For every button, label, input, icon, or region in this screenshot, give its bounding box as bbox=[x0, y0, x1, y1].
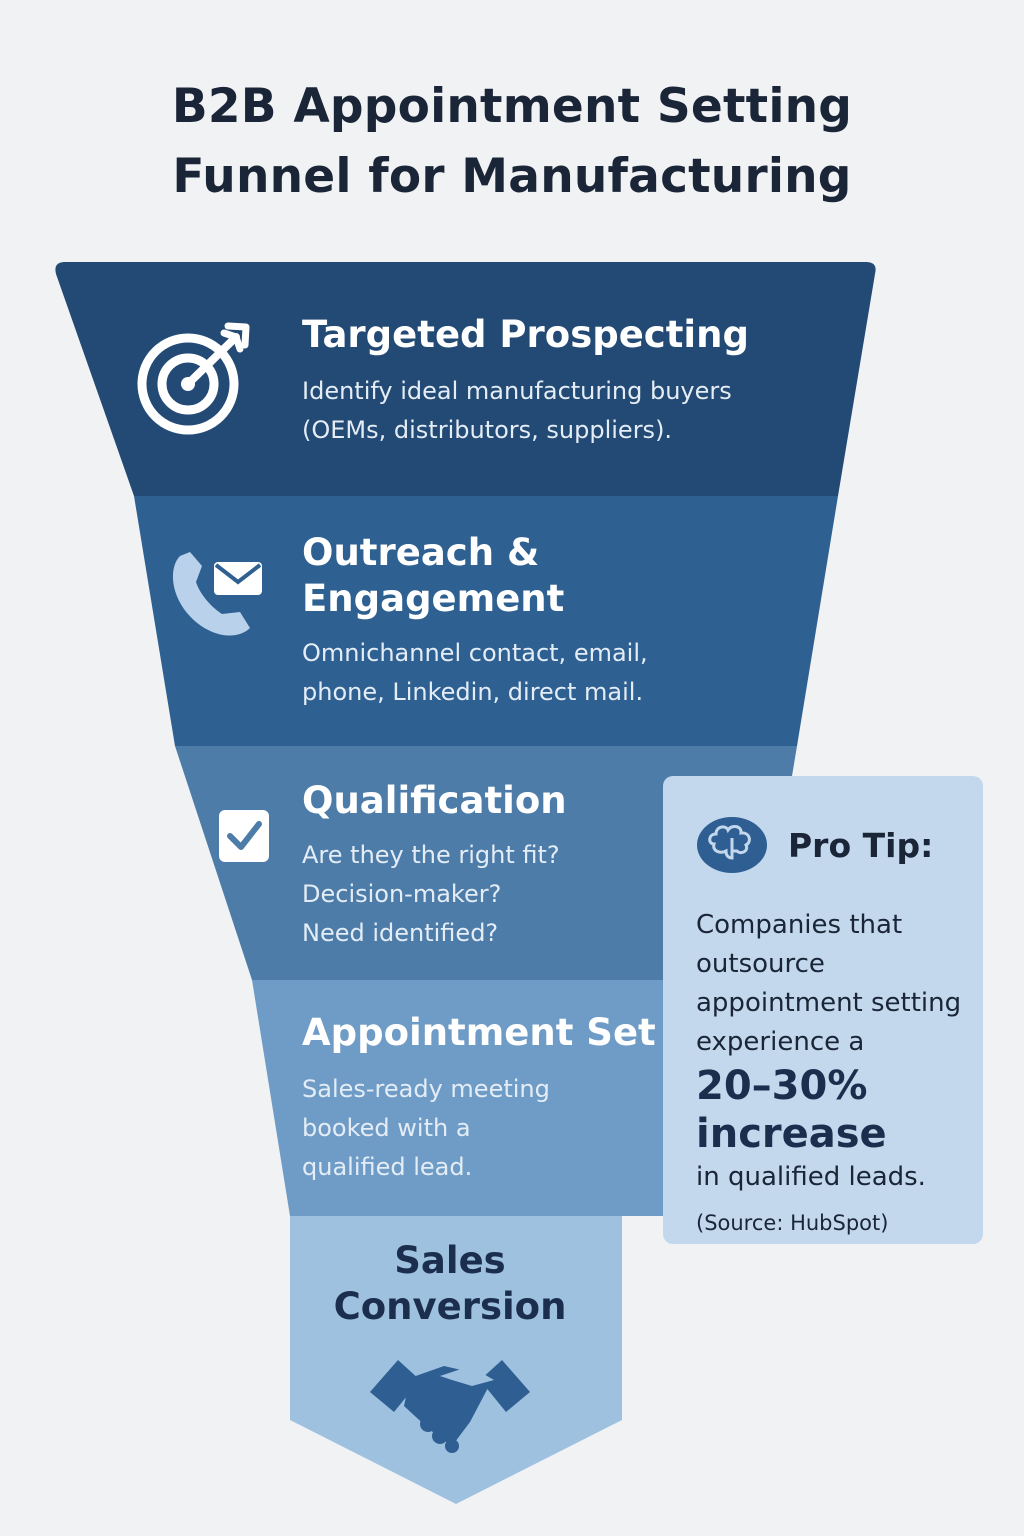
stage-appointment-set: Appointment Set Sales-ready meeting book… bbox=[302, 1010, 656, 1187]
pro-tip-header: Pro Tip: bbox=[694, 814, 965, 876]
pro-tip-box: Pro Tip: Companies that outsource appoin… bbox=[663, 776, 983, 1244]
stage-2-title-line-2: Engagement bbox=[302, 577, 565, 620]
phone-mail-icon bbox=[172, 552, 262, 636]
handshake-icon bbox=[370, 1360, 530, 1453]
stage-4-line-1: Sales-ready meeting bbox=[302, 1075, 550, 1103]
pro-tip-stat-line-2: increase bbox=[696, 1111, 887, 1157]
pro-tip-body-line-1: Companies that bbox=[696, 910, 903, 940]
stage-4-line-3: qualified lead. bbox=[302, 1153, 473, 1181]
funnel-stage-5-band bbox=[290, 1216, 622, 1504]
pro-tip-body-line-3: appointment setting bbox=[696, 988, 962, 1018]
stage-1-title: Targeted Prospecting bbox=[302, 313, 749, 356]
stage-2-title-line-1: Outreach & bbox=[302, 531, 540, 574]
pro-tip-stat-line-1: 20–30% bbox=[696, 1063, 868, 1109]
title-line-2: Funnel for Manufacturing bbox=[172, 149, 852, 204]
funnel-stage-2-band bbox=[134, 496, 838, 746]
stage-outreach-engagement: Outreach & Engagement Omnichannel contac… bbox=[302, 530, 648, 712]
funnel-stage-4-band bbox=[252, 980, 758, 1216]
stage-3-line-1: Are they the right fit? bbox=[302, 841, 560, 869]
stage-5-title-line-1: Sales bbox=[394, 1239, 506, 1282]
stage-sales-conversion: Sales Conversion bbox=[290, 1238, 610, 1330]
funnel-stage-1-band bbox=[55, 262, 876, 496]
stage-2-line-2: phone, Linkedin, direct mail. bbox=[302, 678, 644, 706]
stage-3-line-2: Decision-maker? bbox=[302, 880, 502, 908]
stage-4-title: Appointment Set bbox=[302, 1011, 656, 1054]
title-line-1: B2B Appointment Setting bbox=[171, 79, 853, 134]
pro-tip-body-line-2: outsource bbox=[696, 949, 825, 979]
pro-tip-heading: Pro Tip: bbox=[788, 825, 934, 865]
stage-targeted-prospecting: Targeted Prospecting Identify ideal manu… bbox=[302, 312, 749, 450]
brain-icon bbox=[697, 817, 767, 873]
stage-4-line-2: booked with a bbox=[302, 1114, 471, 1142]
stage-qualification: Qualification Are they the right fit? De… bbox=[302, 778, 567, 953]
pro-tip-source: (Source: HubSpot) bbox=[696, 1211, 889, 1235]
target-icon bbox=[137, 322, 250, 435]
stage-3-line-3: Need identified? bbox=[302, 919, 499, 947]
stage-2-line-1: Omnichannel contact, email, bbox=[302, 639, 648, 667]
page-title: B2B Appointment Setting Funnel for Manuf… bbox=[0, 72, 1024, 212]
stage-3-title: Qualification bbox=[302, 779, 567, 822]
funnel-stage-3-band bbox=[175, 746, 797, 980]
pro-tip-tail: in qualified leads. bbox=[696, 1162, 926, 1192]
stage-5-title-line-2: Conversion bbox=[333, 1285, 567, 1328]
stage-1-line-1: Identify ideal manufacturing buyers bbox=[302, 377, 732, 405]
stage-1-line-2: (OEMs, distributors, suppliers). bbox=[302, 416, 673, 444]
pro-tip-body: Companies that outsource appointment set… bbox=[696, 906, 965, 1062]
pro-tip-body-line-4: experience a bbox=[696, 1027, 865, 1057]
checkbox-icon bbox=[219, 810, 269, 862]
